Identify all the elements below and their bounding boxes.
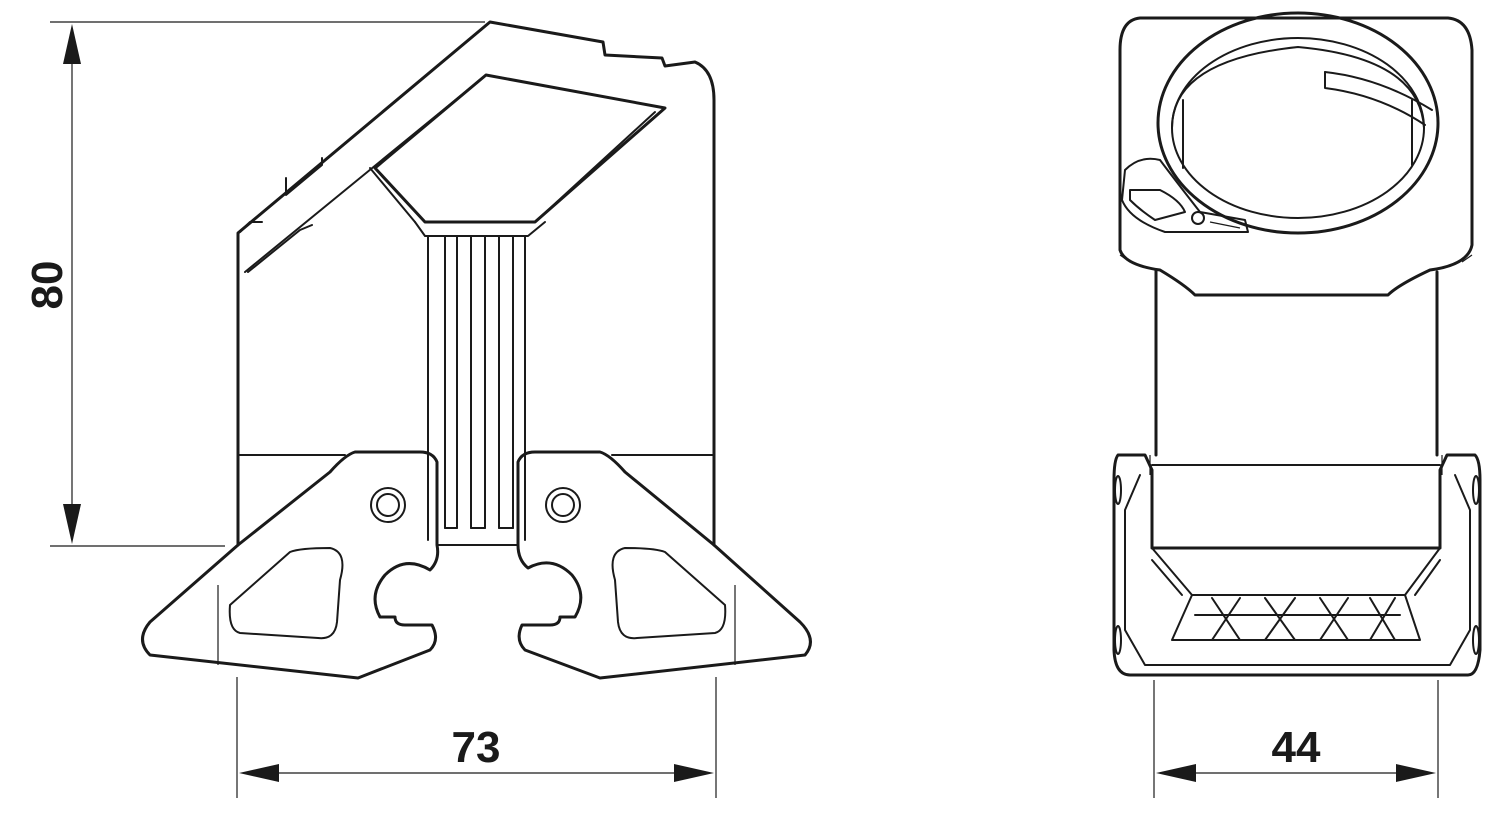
width-dimension-left: 73 [236,677,717,798]
width-dimension-right: 44 [1153,680,1439,798]
side-view [141,20,812,680]
height-label: 80 [23,261,72,310]
front-view [1112,11,1482,677]
height-dimension: 80 [23,21,485,547]
width-left-label: 73 [452,723,501,772]
width-right-label: 44 [1272,723,1321,772]
